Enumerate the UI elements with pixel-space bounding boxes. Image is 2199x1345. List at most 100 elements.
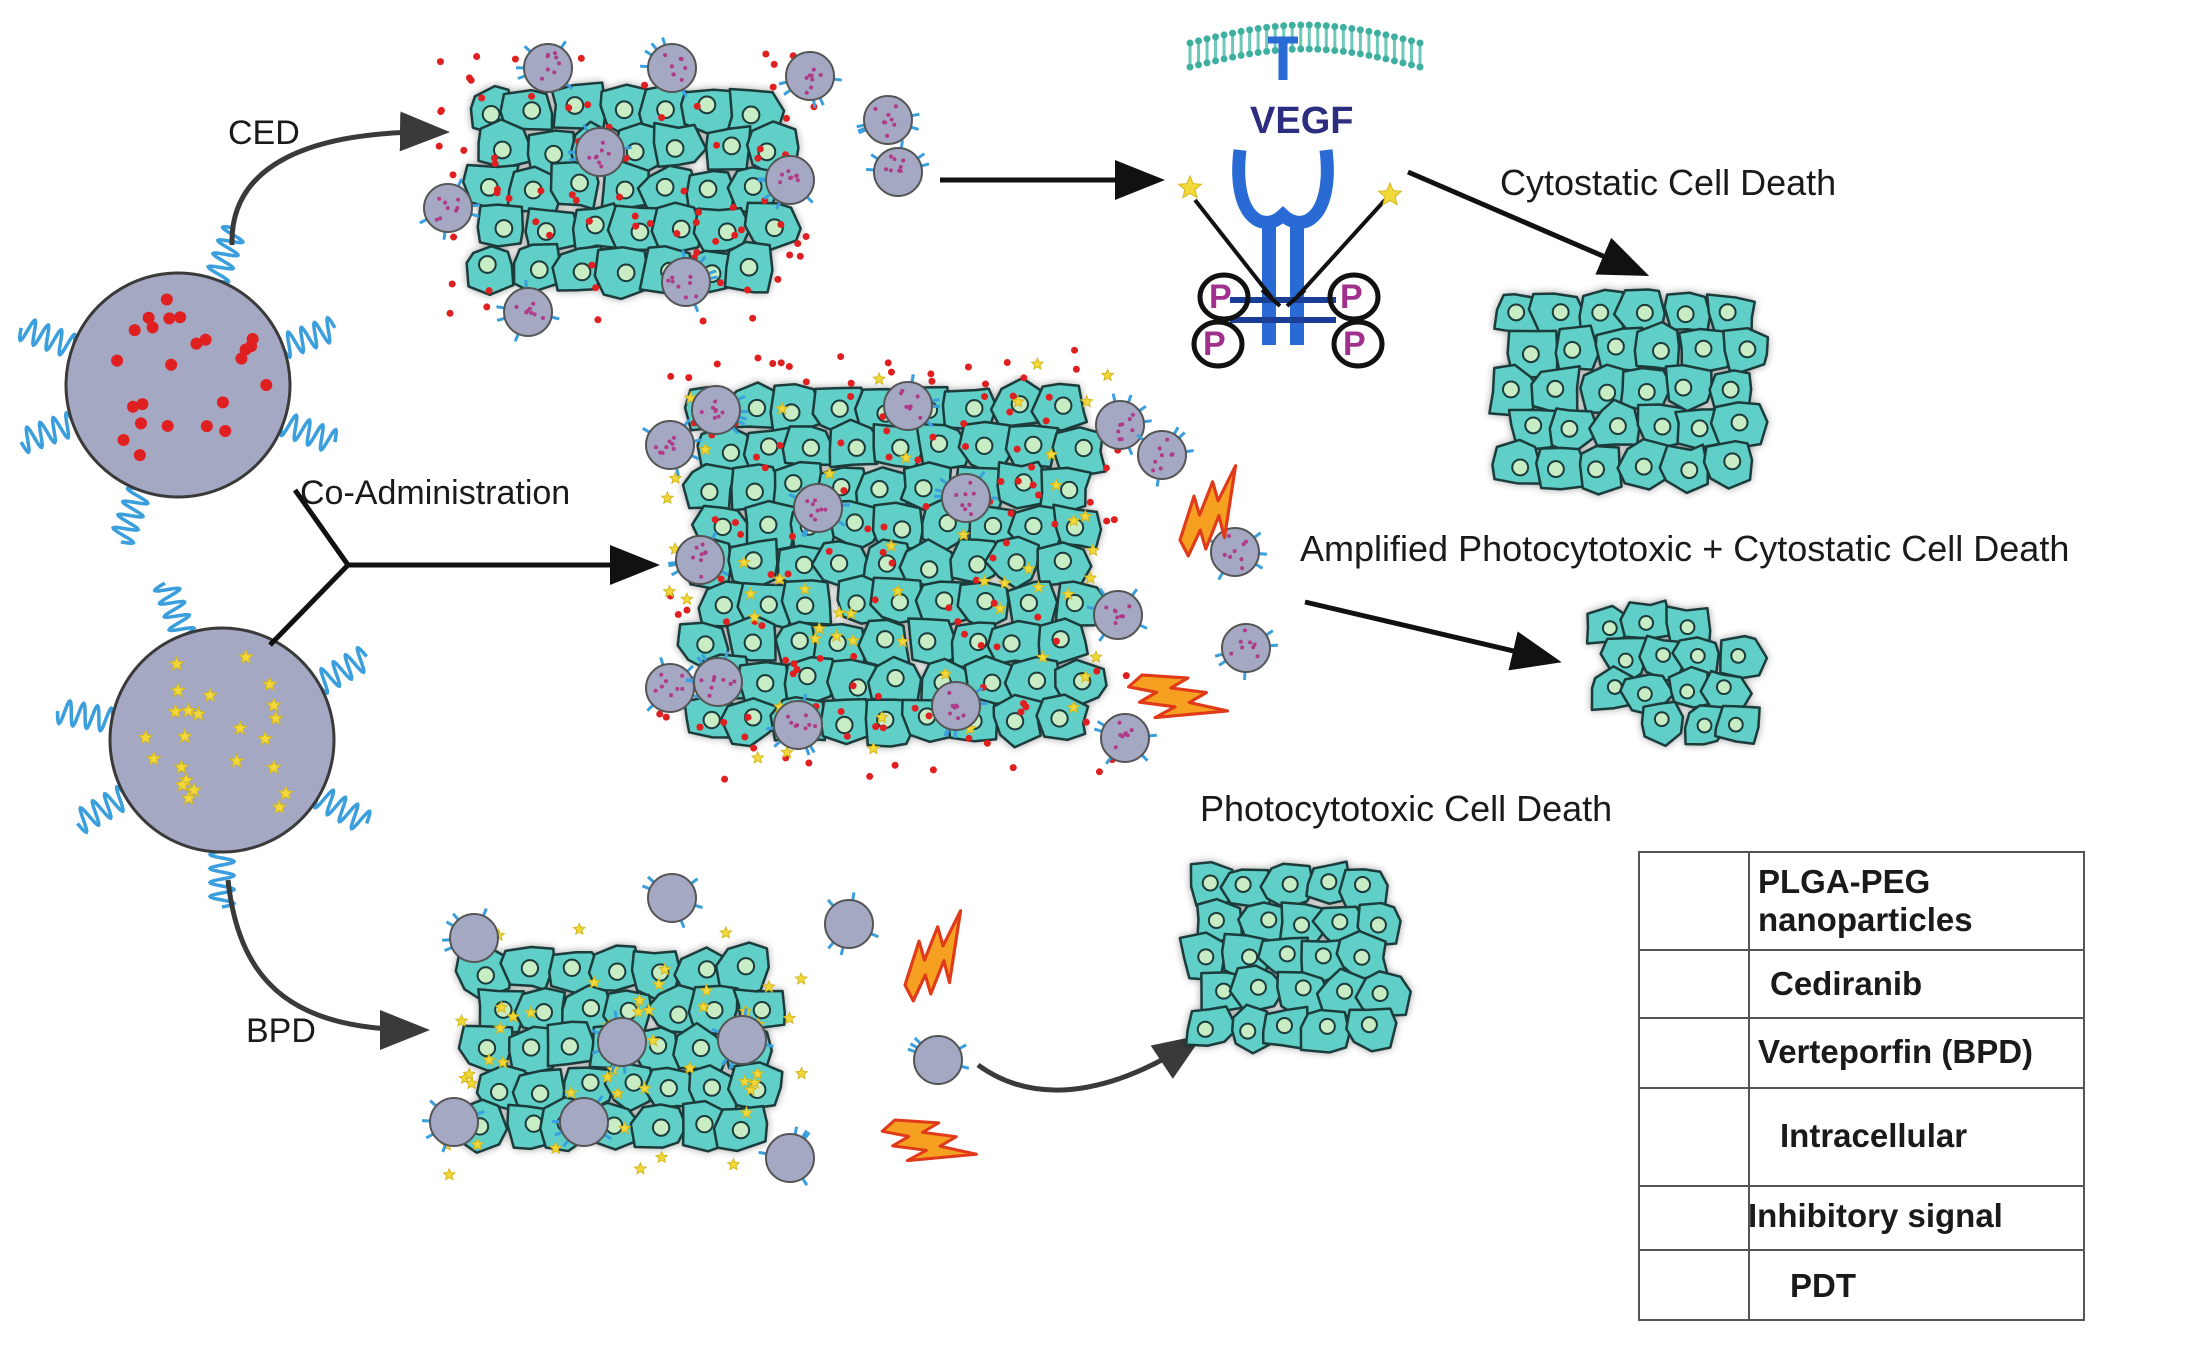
- cediranib-dot: [683, 606, 691, 614]
- cediranib-dot: [750, 744, 758, 752]
- cediranib-dot: [190, 337, 203, 350]
- cell-nucleus: [1511, 458, 1530, 477]
- verteporfin-star: [482, 1052, 497, 1066]
- cediranib-dot: [977, 641, 985, 649]
- cell-nucleus: [1723, 452, 1742, 471]
- cell-nucleus: [1369, 916, 1387, 934]
- cediranib-dot: [572, 196, 580, 204]
- verteporfin-star: [168, 655, 185, 671]
- verteporfin-star: [660, 490, 675, 505]
- cediranib-dot: [1052, 637, 1060, 645]
- arrow-to-amplified: [1304, 599, 1562, 671]
- arrow-ced: [229, 111, 450, 246]
- verteporfin-star: [743, 1082, 758, 1096]
- cell-nucleus: [1275, 1017, 1293, 1035]
- verteporfin-star: [794, 971, 809, 985]
- cediranib-dot: [785, 363, 793, 371]
- cell-nucleus: [1606, 337, 1625, 356]
- cell-nucleus: [624, 1073, 643, 1092]
- cediranib-dot: [435, 142, 443, 150]
- cell-nucleus: [876, 630, 895, 649]
- cell-nucleus: [914, 479, 933, 498]
- verteporfin-star: [173, 759, 190, 775]
- verteporfin-star: [846, 633, 861, 647]
- verteporfin-star: [699, 983, 714, 997]
- cell-nucleus: [1560, 419, 1579, 438]
- cediranib-dot: [695, 208, 703, 216]
- verteporfin-star-left: [1177, 174, 1203, 199]
- cediranib-dot: [776, 441, 784, 449]
- phospho-ring-3: [1191, 319, 1245, 369]
- cediranib-dot: [588, 261, 596, 269]
- cell-nucleus: [798, 666, 817, 686]
- label-cytostatic: Cytostatic Cell Death: [1500, 162, 1837, 203]
- cell-nucleus: [1546, 379, 1565, 398]
- label-photocytotoxic: Photocytotoxic Cell Death: [1200, 788, 1613, 829]
- red-hexagon-icon: [1640, 951, 1750, 1017]
- verteporfin-star: [1061, 587, 1076, 601]
- cediranib-dot: [802, 378, 810, 386]
- cell-nucleus: [572, 262, 592, 282]
- cediranib-dot: [825, 547, 833, 555]
- cell-nucleus: [1241, 948, 1259, 966]
- cell-nucleus: [702, 710, 721, 730]
- cell-nucleus: [492, 140, 512, 160]
- cediranib-dot: [914, 456, 922, 464]
- cediranib-dot: [160, 293, 173, 306]
- verteporfin-star: [822, 466, 837, 480]
- nanoparticle: [645, 420, 695, 470]
- cell-nucleus: [1234, 875, 1252, 893]
- cell-nucleus: [1054, 396, 1073, 415]
- cediranib-dot: [1017, 708, 1025, 716]
- verteporfin-star: [1011, 394, 1025, 408]
- cediranib-dot: [485, 287, 493, 295]
- cell-nucleus: [1024, 516, 1043, 536]
- cediranib-dot: [874, 692, 882, 700]
- cell-nucleus: [1074, 438, 1093, 458]
- verteporfin-star: [895, 634, 910, 648]
- cediranib-dot: [731, 518, 739, 526]
- nanoparticle: [449, 913, 499, 963]
- cediranib-dot: [584, 101, 592, 109]
- cediranib-dot: [1020, 699, 1028, 707]
- phospho-ring-2: [1327, 272, 1381, 322]
- cediranib-dot: [911, 704, 919, 712]
- cell-nucleus: [1738, 340, 1757, 359]
- verteporfin-star: [1066, 513, 1081, 527]
- cell-nucleus: [1027, 671, 1047, 690]
- cediranib-dot: [219, 424, 232, 437]
- cediranib-dot: [1006, 408, 1014, 416]
- cediranib-dot: [532, 218, 540, 226]
- cediranib-dot: [922, 503, 930, 511]
- arrow-bpd: [225, 879, 430, 1050]
- verteporfin-star: [641, 1002, 656, 1017]
- cell-nucleus: [1587, 460, 1605, 479]
- cediranib-dot: [960, 420, 968, 428]
- cediranib-dot: [1029, 481, 1037, 489]
- cell-nucleus: [759, 515, 778, 534]
- cell-nucleus: [581, 1073, 600, 1092]
- cediranib-dot: [692, 218, 700, 226]
- pdt-lightning-icon-4: [880, 1118, 978, 1163]
- cell-nucleus: [1249, 978, 1267, 996]
- cell-nucleus: [1651, 341, 1670, 360]
- cell-nucleus: [522, 101, 542, 120]
- cell-nucleus: [1635, 303, 1654, 322]
- cell-nucleus: [1507, 303, 1526, 322]
- cediranib-dot: [983, 739, 991, 747]
- cediranib-dot: [993, 643, 1001, 651]
- verteporfin-star: [829, 628, 844, 643]
- cediranib-dot: [945, 604, 953, 612]
- verteporfin-star: [442, 1167, 457, 1181]
- cediranib-dot: [769, 83, 777, 91]
- cell-nucleus: [700, 482, 719, 502]
- cediranib-dot: [460, 146, 468, 154]
- cediranib-dot: [777, 221, 785, 229]
- cediranib-dot: [631, 212, 639, 220]
- cediranib-dot: [693, 248, 701, 256]
- cediranib-dot: [880, 523, 888, 531]
- nanoparticle: [793, 483, 843, 533]
- verteporfin-star: [662, 584, 677, 598]
- verteporfin-star: [890, 583, 905, 598]
